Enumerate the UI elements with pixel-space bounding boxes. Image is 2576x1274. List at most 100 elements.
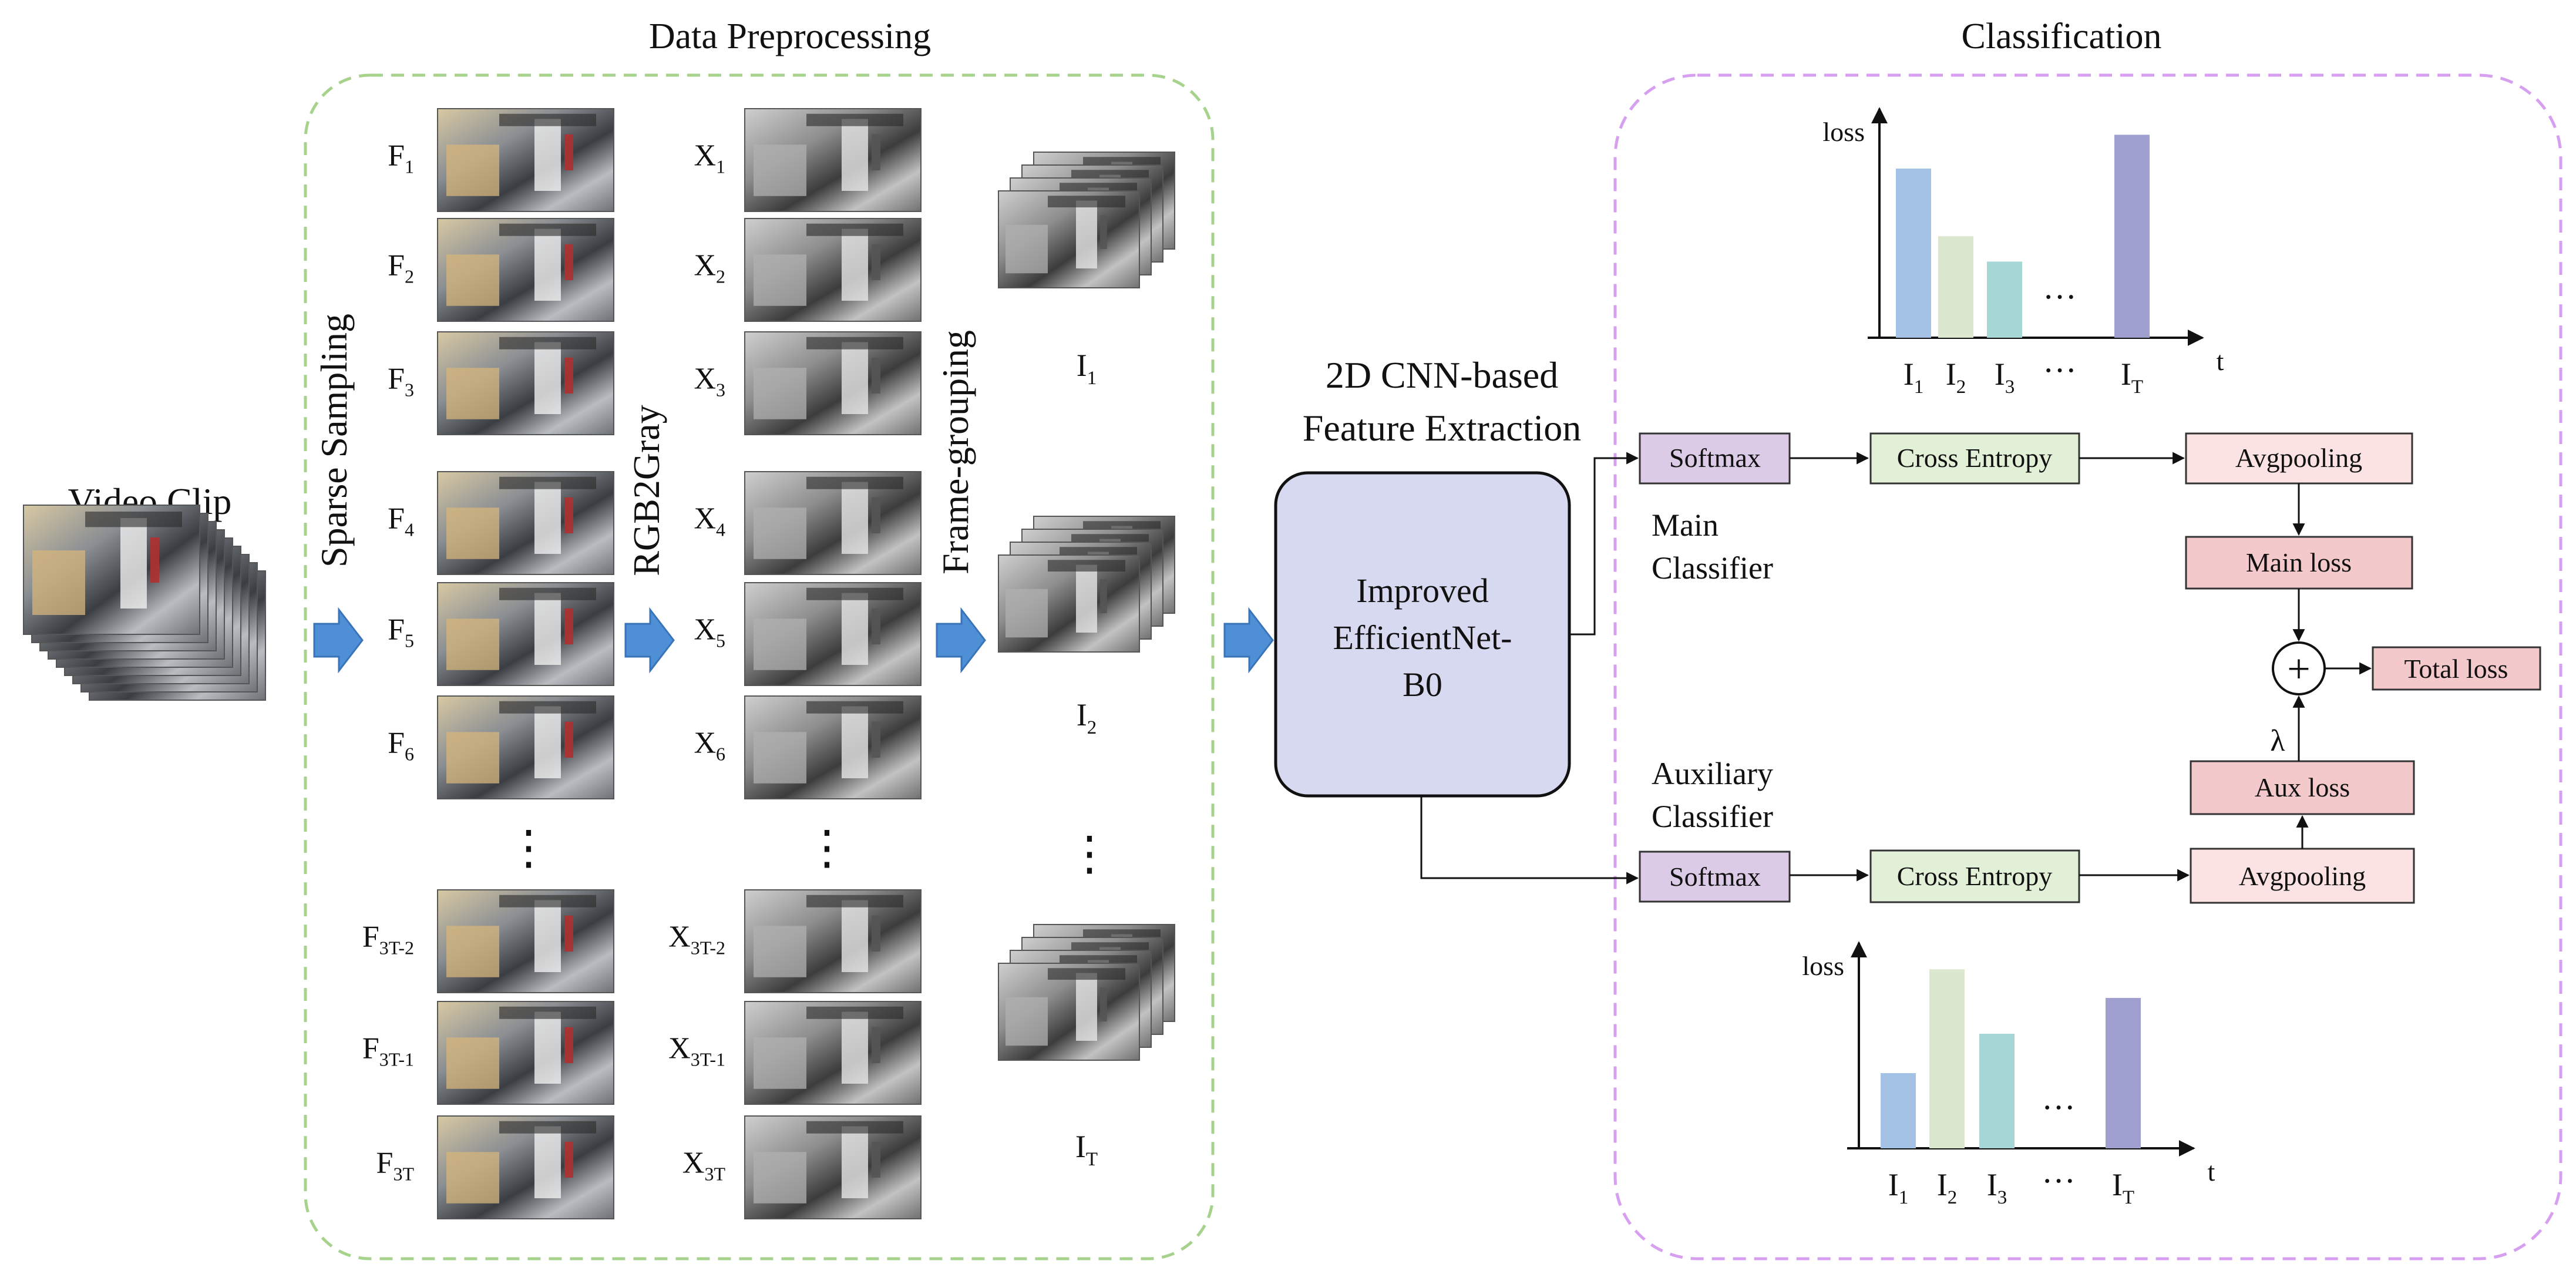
gray-frame-label-subscript: 3T-1: [691, 1048, 725, 1070]
color-frame-thumbnail: [437, 218, 614, 322]
step-arrow-3: [936, 607, 986, 674]
aux-avgpooling-label: Avgpooling: [2239, 861, 2366, 891]
frame-label-base: F: [362, 920, 379, 953]
gray-frame-thumbnail: [744, 889, 922, 993]
main-loss-label: Main loss: [2246, 547, 2352, 577]
frame-label: F3T: [376, 1146, 415, 1184]
chart-tick-label-base: I: [1995, 357, 2005, 392]
chart-tick-label-subscript: 3: [2005, 377, 2015, 398]
chart-bar: [1896, 169, 1931, 338]
step-arrow-4: [1223, 607, 1274, 674]
chart-bar: [1987, 261, 2022, 338]
aux-loss-label: Aux loss: [2255, 772, 2350, 802]
cnn-model-line1: Improved: [1356, 572, 1489, 610]
aux-loss-box: [2190, 760, 2415, 815]
main-softmax-label: Softmax: [1669, 443, 1761, 473]
gray-frame-label: X6: [694, 726, 725, 764]
step-arrow-2: [624, 607, 675, 674]
gray-frame-label-base: X: [694, 362, 716, 395]
color-frame-thumbnail: [437, 582, 614, 686]
frame-label: F1: [388, 139, 414, 177]
aux-cross-entropy-label: Cross Entropy: [1897, 861, 2053, 891]
frame-label-base: F: [362, 1031, 379, 1065]
gray-frame-label: X3: [694, 362, 725, 400]
chart-tick-label-base: I: [1937, 1167, 1948, 1202]
gray-frame-label-base: X: [694, 726, 716, 759]
frame-label: F4: [388, 502, 414, 540]
chart-bar: [1938, 236, 1973, 338]
frame-label-base: F: [388, 613, 405, 646]
gray-frame-label-subscript: 3T-2: [691, 937, 725, 958]
main-cross-entropy-label: Cross Entropy: [1897, 443, 2053, 473]
chart-y-label: loss: [1822, 117, 1865, 147]
gray-frame-label-base: X: [682, 1146, 705, 1179]
gray-frame-thumbnail: [744, 108, 922, 212]
frame-label: F3T-2: [362, 920, 414, 958]
frame-label-base: F: [388, 362, 405, 395]
gray-frame-label-subscript: 1: [716, 156, 725, 177]
chart-x-label: t: [2208, 1157, 2215, 1186]
rgb2gray-label: RGB2Gray: [625, 405, 667, 576]
connector-main-branch: [1569, 452, 1639, 636]
gray-frame-ellipsis: ⋮: [803, 822, 850, 874]
frame-label-subscript: 3T-1: [379, 1048, 414, 1070]
gray-frame-label-base: X: [668, 920, 691, 953]
gray-frame-label: X3T: [682, 1146, 726, 1184]
frame-label: F2: [388, 248, 414, 287]
color-frame-thumbnail: [437, 331, 614, 435]
grouped-frame-stack: [998, 924, 1175, 1061]
gray-frame-label-subscript: 3T: [704, 1163, 725, 1184]
color-frame-thumbnail: [437, 889, 614, 993]
frame-label: F5: [388, 613, 414, 651]
gray-frame-label: X3T-2: [668, 920, 725, 958]
group-ellipsis: ⋮: [1066, 828, 1113, 880]
chart-tick-label-base: I: [1904, 357, 1914, 392]
chart-tick-ellipsis: ···: [2043, 351, 2077, 389]
gray-frame-label: X3T-1: [668, 1031, 725, 1070]
main-avgpooling-box: [2185, 432, 2413, 485]
chart-tick-label: I3: [1995, 357, 2015, 398]
frame-label-subscript: 4: [405, 519, 414, 540]
main-classifier-label-line1: Main: [1652, 507, 1719, 543]
frame-label-base: F: [388, 502, 405, 535]
chart-tick-label: IT: [2112, 1167, 2134, 1208]
preprocessing-container: [304, 73, 1215, 1260]
frame-label-base: F: [388, 726, 405, 759]
chart-tick-label: I2: [1946, 357, 1966, 398]
chart-tick-label-base: I: [1987, 1167, 1997, 1202]
frame-grouping-label: Frame-grouping: [934, 330, 976, 574]
gray-frame-label-base: X: [694, 248, 716, 282]
chart-bar: [2114, 135, 2150, 338]
connector-aux-branch: [1420, 796, 1639, 885]
gray-frame-label-base: X: [694, 139, 716, 172]
chart-tick-label-base: I: [2121, 357, 2131, 392]
chart-x-label: t: [2217, 346, 2224, 376]
frame-label-subscript: 5: [405, 630, 414, 651]
frame-label-subscript: 3T-2: [379, 937, 414, 958]
preprocessing-title: Data Preprocessing: [649, 16, 931, 56]
chart-tick-label-subscript: T: [2123, 1187, 2134, 1208]
gray-frame-label-subscript: 3: [716, 379, 725, 400]
chart-tick-label-subscript: 2: [1948, 1187, 1958, 1208]
gray-frame-label: X1: [694, 139, 725, 177]
group-label-subscript: T: [1086, 1149, 1098, 1170]
group-label-subscript: 2: [1087, 717, 1097, 738]
chart-tick-label-subscript: 1: [1914, 377, 1924, 398]
gray-frame-label-subscript: 5: [716, 630, 725, 651]
chart-tick-label-base: I: [1946, 357, 1956, 392]
frame-label-subscript: 1: [405, 156, 414, 177]
color-frame-thumbnail: [437, 1001, 614, 1105]
aux-classifier-label-line1: Auxiliary: [1652, 756, 1773, 791]
chart-tick-label: IT: [2121, 357, 2143, 398]
classification-title: Classification: [1962, 16, 2162, 56]
group-label-base: I: [1075, 1129, 1086, 1164]
chart-bar: [2106, 998, 2141, 1148]
gray-frame-label-subscript: 6: [716, 743, 725, 764]
aux-softmax-box: [1639, 851, 1791, 903]
